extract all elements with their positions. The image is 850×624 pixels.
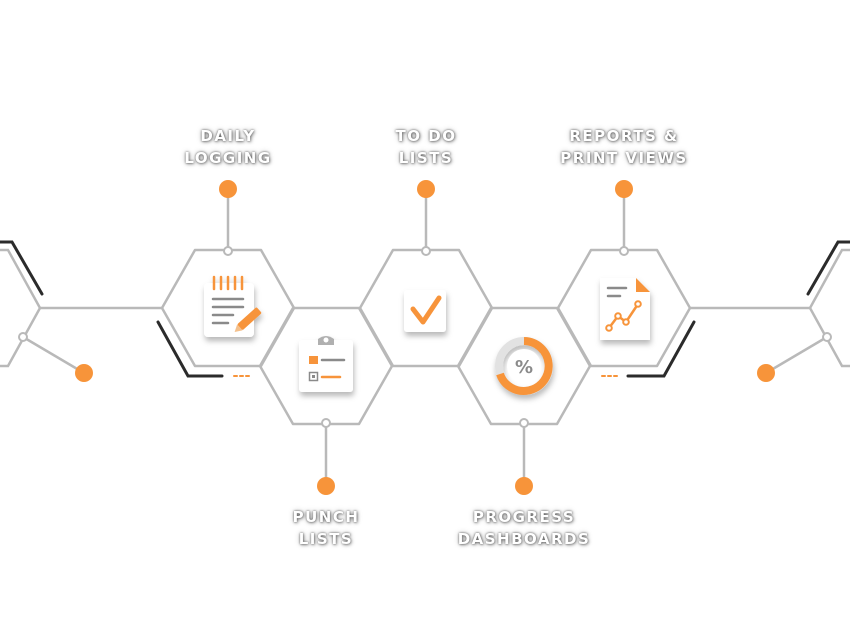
clipboard-checklist-icon xyxy=(299,336,353,392)
percent-donut-icon: % xyxy=(495,337,553,395)
right-node-dot xyxy=(757,364,775,382)
label-daily-logging: Daily Logging xyxy=(138,125,318,169)
label-reports-line1: Reports & xyxy=(569,127,679,145)
label-to-do-lists-line2: Lists xyxy=(398,149,454,167)
dot-daily-logging xyxy=(219,180,237,198)
left-node-dot xyxy=(75,364,93,382)
hexagon-outlines xyxy=(160,248,692,426)
label-progress-dashboards-line2: Dashboards xyxy=(457,530,591,548)
label-progress-dashboards-line1: Progress xyxy=(472,508,576,526)
label-daily-logging-line2: Logging xyxy=(184,149,272,167)
dot-progress-dashboards xyxy=(515,477,533,495)
dot-punch-lists xyxy=(317,477,335,495)
label-reports-line2: Print Views xyxy=(560,149,688,167)
svg-text:%: % xyxy=(515,357,533,378)
label-punch-lists: Punch Lists xyxy=(236,506,416,550)
label-punch-lists-line1: Punch xyxy=(292,508,360,526)
notepad-pencil-icon xyxy=(204,275,262,337)
dot-reports xyxy=(615,180,633,198)
dot-to-do-lists xyxy=(417,180,435,198)
label-reports: Reports & Print Views xyxy=(534,125,714,169)
label-daily-logging-line1: Daily xyxy=(200,127,256,145)
stems xyxy=(226,189,626,486)
report-chart-icon xyxy=(600,278,650,340)
left-connector xyxy=(0,240,164,382)
orange-dots xyxy=(219,180,633,495)
right-connector xyxy=(688,240,850,382)
dark-accent-strokes xyxy=(156,320,696,378)
label-progress-dashboards: Progress Dashboards xyxy=(434,506,614,550)
checkmark-icon xyxy=(404,290,446,332)
junction-circles xyxy=(223,246,629,428)
label-to-do-lists-line1: To Do xyxy=(395,127,457,145)
hex-reports xyxy=(556,248,692,368)
label-to-do-lists: To Do Lists xyxy=(336,125,516,169)
label-punch-lists-line2: Lists xyxy=(298,530,354,548)
